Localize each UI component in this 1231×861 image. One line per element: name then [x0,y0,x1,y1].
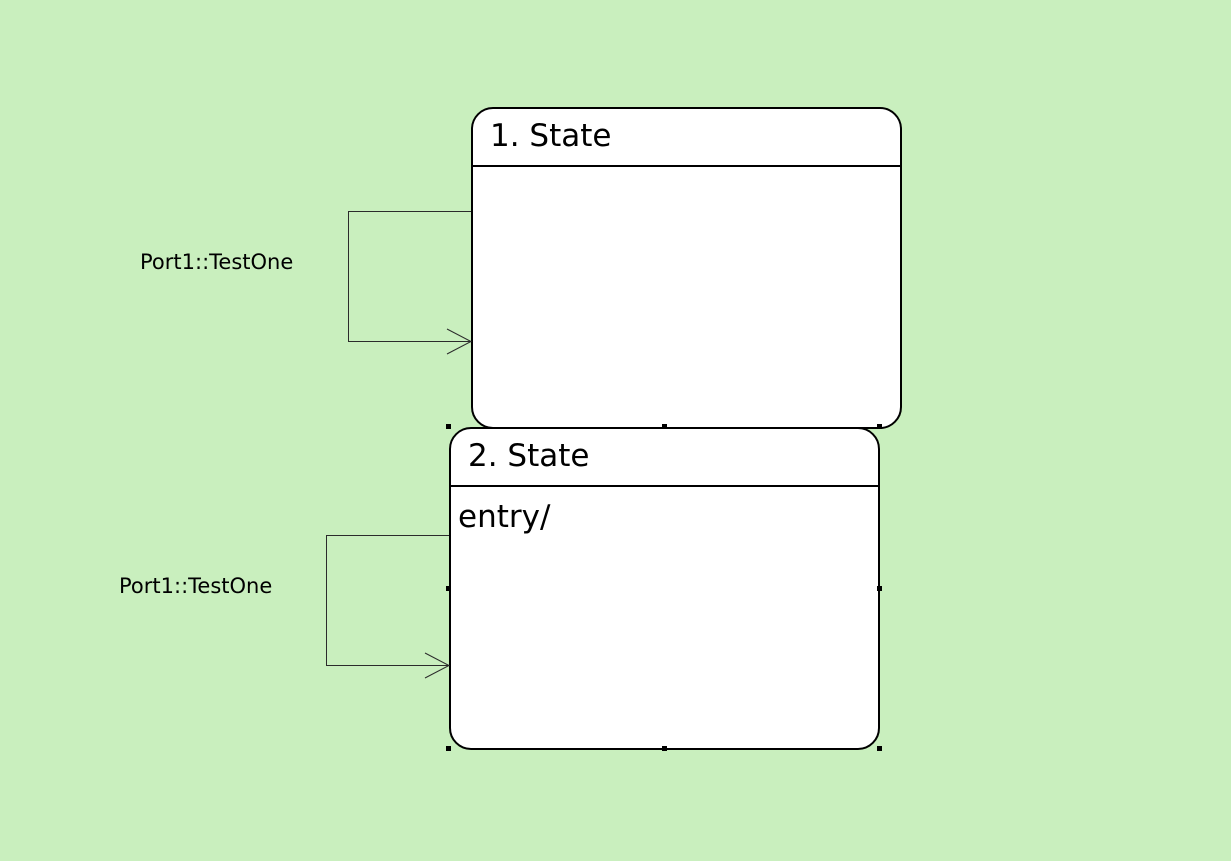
handle-bottom-left [446,746,451,751]
transition-1-path[interactable] [348,211,473,355]
state-2-entry-action: entry/ [458,499,551,535]
transition-2-label[interactable]: Port1::TestOne [119,574,273,598]
transition-2-arrowhead [424,652,451,679]
state-2[interactable]: 2. State entry/ [449,427,880,750]
diagram-canvas[interactable]: 1. State 2. State entry/ Port1::TestOne … [0,0,1216,845]
transition-1-label[interactable]: Port1::TestOne [140,250,294,274]
transition-2-path[interactable] [326,535,451,679]
state-2-title: 2. State [468,438,590,474]
state-2-header: 2. State [451,429,878,487]
state-1-title: 1. State [490,118,612,154]
state-1[interactable]: 1. State [471,107,902,429]
state-1-header: 1. State [473,109,900,167]
handle-bottom-right [877,746,882,751]
transition-1-arrowhead [446,328,473,355]
